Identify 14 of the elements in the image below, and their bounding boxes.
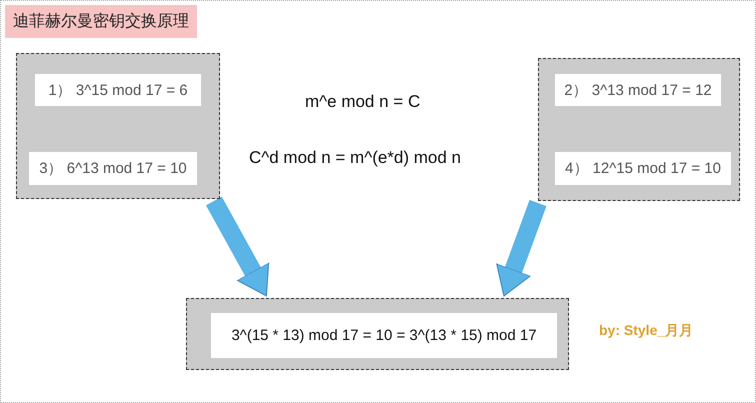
group-panel	[538, 58, 740, 201]
author-credit: by: Style_月月	[599, 322, 694, 340]
arrow	[496, 200, 546, 296]
equation: m^e mod n = C	[305, 92, 420, 112]
formula: 4） 12^15 mod 17 = 10	[555, 152, 731, 185]
group-panel	[186, 298, 569, 370]
formula: 1） 3^15 mod 17 = 6	[35, 74, 201, 106]
equation: C^d mod n = m^(e*d) mod n	[249, 148, 462, 168]
formula: 2） 3^13 mod 17 = 12	[555, 74, 721, 106]
title: 迪菲赫尔曼密钥交换原理	[5, 5, 197, 38]
formula: 3） 6^13 mod 17 = 10	[29, 152, 197, 185]
arrow	[206, 196, 270, 296]
group-panel	[16, 53, 220, 199]
formula: 3^(15 * 13) mod 17 = 10 = 3^(13 * 15) mod 17	[211, 313, 557, 358]
